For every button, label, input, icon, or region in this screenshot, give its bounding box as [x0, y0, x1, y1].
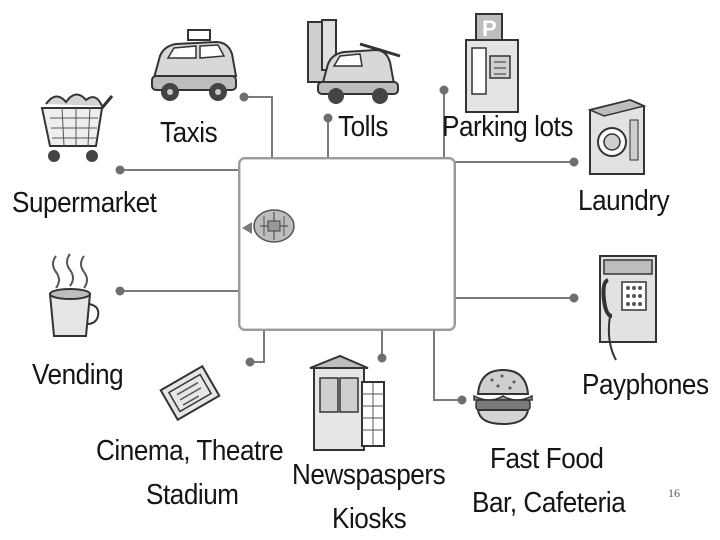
smart-card-chip-icon	[240, 204, 296, 244]
label-fastfood-line1: Fast Food	[490, 444, 603, 474]
label-fastfood-line2: Bar, Cafeteria	[472, 488, 625, 518]
central-card-panel	[238, 157, 456, 331]
hot-cup-icon	[42, 252, 102, 342]
connector-dot	[116, 287, 125, 296]
label-cinema-line2: Stadium	[146, 480, 239, 510]
label-laundry: Laundry	[578, 186, 669, 216]
label-tolls: Tolls	[338, 112, 388, 142]
connector-dot	[246, 358, 255, 367]
parking-meter-icon: P	[460, 12, 526, 114]
payphone-icon	[594, 252, 662, 366]
label-newspapers-line1: Newspaspers	[292, 460, 445, 490]
toll-booth-icon	[300, 16, 406, 108]
kiosk-icon	[306, 354, 388, 454]
page-number: 16	[668, 486, 680, 501]
ticket-icon	[156, 356, 224, 430]
connector-dot	[570, 294, 579, 303]
washing-machine-icon	[586, 96, 648, 178]
connector-dot	[240, 93, 249, 102]
shopping-cart-icon	[36, 84, 116, 170]
connector-dot	[570, 158, 579, 167]
taxi-icon	[146, 26, 238, 106]
label-newspapers-line2: Kiosks	[332, 504, 406, 534]
label-cinema-line1: Cinema, Theatre	[96, 436, 283, 466]
label-taxis: Taxis	[160, 118, 217, 148]
label-payphones: Payphones	[582, 370, 709, 400]
label-vending: Vending	[32, 360, 123, 390]
label-parking-lots: Parking lots	[442, 112, 573, 142]
connector-dot	[458, 396, 467, 405]
connector-dot	[324, 114, 333, 123]
burger-icon	[470, 366, 536, 428]
label-supermarket: Supermarket	[12, 188, 156, 218]
connector-dot	[116, 166, 125, 175]
svg-text:P: P	[482, 16, 497, 41]
connector-dot	[440, 86, 449, 95]
